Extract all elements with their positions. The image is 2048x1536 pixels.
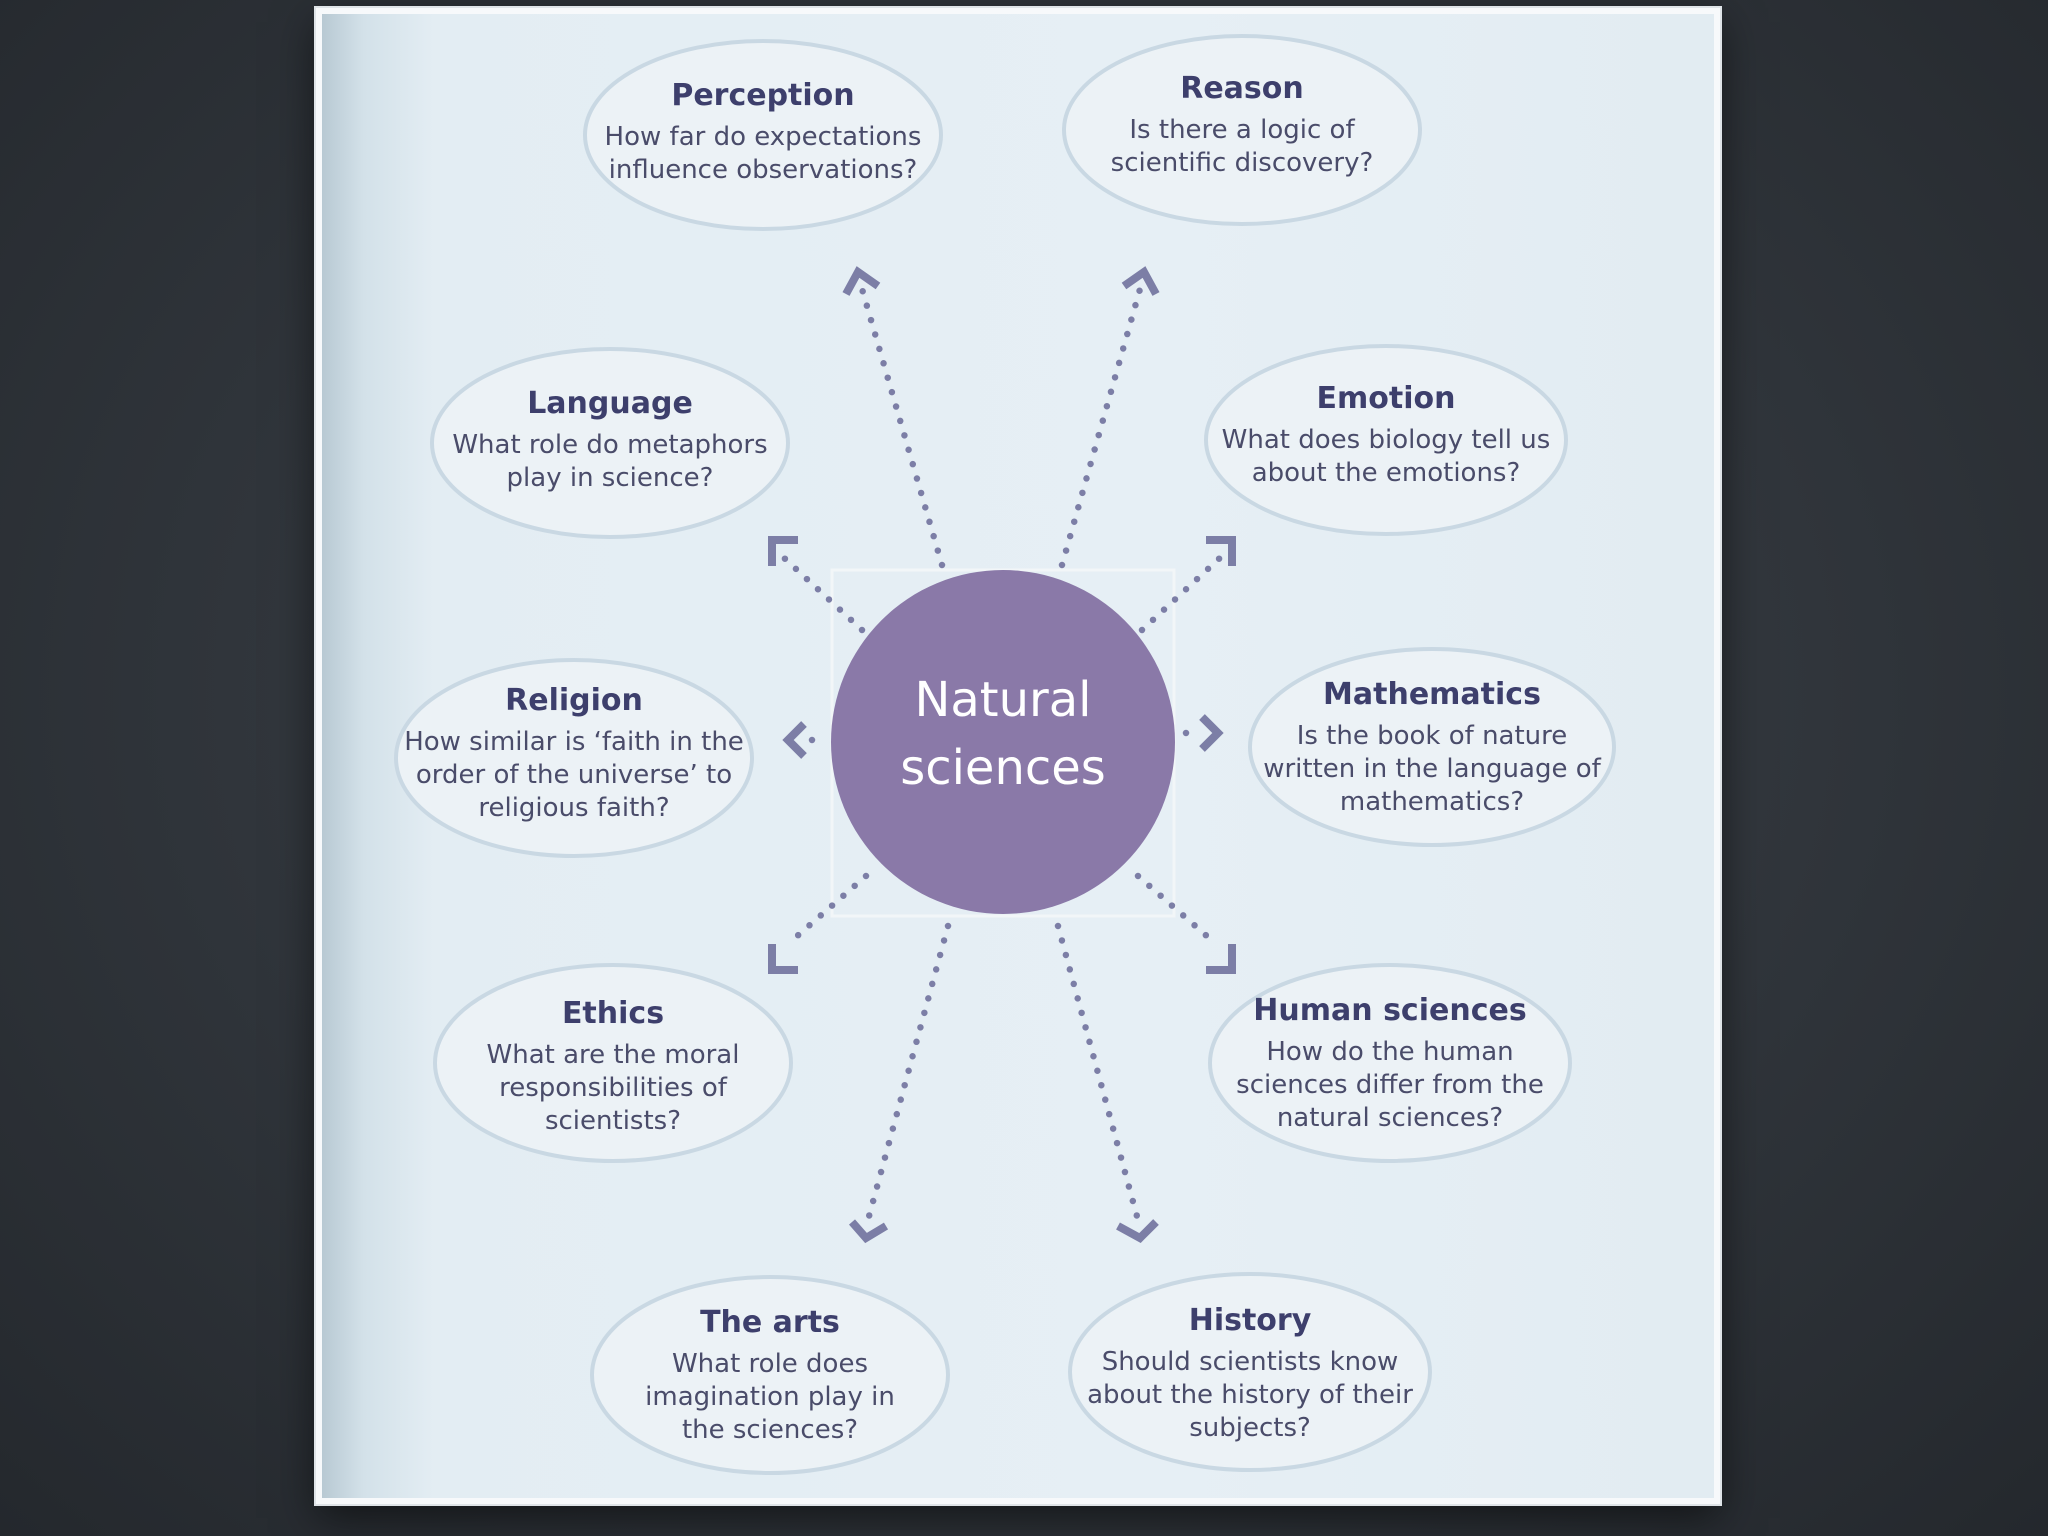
node-question-line: How similar is ‘faith in the (404, 727, 744, 757)
node-question-line: about the emotions? (1252, 458, 1521, 488)
node-title: Religion (505, 683, 643, 718)
node-title: Ethics (562, 996, 664, 1031)
arrowhead-reason (1121, 266, 1160, 296)
arrowhead-religion (782, 721, 807, 759)
node-question-line: Is the book of nature (1297, 721, 1568, 751)
node-question-line: sciences differ from the (1236, 1070, 1544, 1100)
center-circle (831, 570, 1175, 914)
arrowhead-the-arts (848, 1219, 889, 1244)
node-history: History Should scientists know about the… (1068, 1272, 1432, 1472)
node-question-line: What are the moral (487, 1040, 740, 1070)
center-label-line1: Natural (914, 672, 1091, 728)
node-reason: Reason Is there a logic of scientific di… (1062, 34, 1422, 226)
node-question-line: religious faith? (478, 793, 669, 823)
connector-reason (1058, 278, 1146, 569)
node-question-line: scientific discovery? (1111, 148, 1374, 178)
node-emotion: Emotion What does biology tell us about … (1204, 344, 1568, 536)
node-question-line: Should scientists know (1102, 1347, 1399, 1377)
node-question-line: What role does (672, 1349, 868, 1379)
node-question-line: Is there a logic of (1129, 115, 1355, 145)
node-question-line: subjects? (1189, 1413, 1311, 1443)
connector-perception (856, 278, 946, 569)
connectors (768, 266, 1236, 1244)
node-language: Language What role do metaphors play in … (430, 347, 790, 539)
knowledge-nodes: Perception How far do expectations influ… (394, 34, 1616, 1475)
node-question-line: natural sciences? (1277, 1103, 1503, 1133)
node-question-line: influence observations? (609, 155, 918, 185)
node-title: History (1189, 1303, 1312, 1338)
node-the-arts: The arts What role does imagination play… (590, 1275, 950, 1475)
center-node: Natural sciences (831, 570, 1175, 914)
connector-human-sciences (1134, 872, 1220, 948)
node-question-line: responsibilities of (499, 1073, 728, 1103)
node-question-line: What does biology tell us (1222, 425, 1551, 455)
arrowhead-mathematics (1199, 714, 1224, 752)
node-question-line: order of the universe’ to (416, 760, 732, 790)
node-question-line: What role do metaphors (452, 430, 767, 460)
node-question-line: mathematics? (1340, 787, 1524, 817)
arrowhead-emotion (1206, 536, 1236, 566)
node-question-line: about the history of their (1087, 1380, 1413, 1410)
node-perception: Perception How far do expectations influ… (583, 39, 943, 231)
connector-emotion (1138, 552, 1226, 634)
connector-history (1054, 922, 1142, 1224)
node-title: Mathematics (1323, 677, 1541, 712)
node-human-sciences: Human sciences How do the human sciences… (1208, 963, 1572, 1163)
node-title: Perception (671, 78, 854, 113)
arrowhead-ethics (768, 944, 798, 974)
node-religion: Religion How similar is ‘faith in the or… (394, 658, 754, 858)
connector-the-arts (864, 922, 952, 1224)
node-title: Reason (1180, 71, 1304, 106)
node-question-line: play in science? (507, 463, 714, 493)
arrowhead-perception (842, 266, 881, 296)
node-question-line: imagination play in (645, 1382, 895, 1412)
node-question-line: the sciences? (682, 1415, 858, 1445)
center-label-line2: sciences (900, 740, 1106, 796)
node-ethics: Ethics What are the moral responsibiliti… (433, 963, 793, 1163)
node-mathematics: Mathematics Is the book of nature writte… (1248, 647, 1616, 847)
node-question-line: How do the human (1266, 1037, 1513, 1067)
arrowhead-human-sciences (1206, 944, 1236, 974)
connector-ethics (784, 872, 870, 948)
node-title: Human sciences (1253, 993, 1526, 1028)
arrowhead-language (768, 536, 798, 566)
node-title: Emotion (1317, 381, 1456, 416)
connector-language (778, 552, 866, 634)
node-title: The arts (700, 1305, 840, 1340)
node-question-line: How far do expectations (605, 122, 922, 152)
node-question-line: written in the language of (1263, 754, 1601, 784)
arrowhead-history (1116, 1219, 1159, 1243)
node-title: Language (527, 386, 693, 421)
node-question-line: scientists? (545, 1106, 681, 1136)
